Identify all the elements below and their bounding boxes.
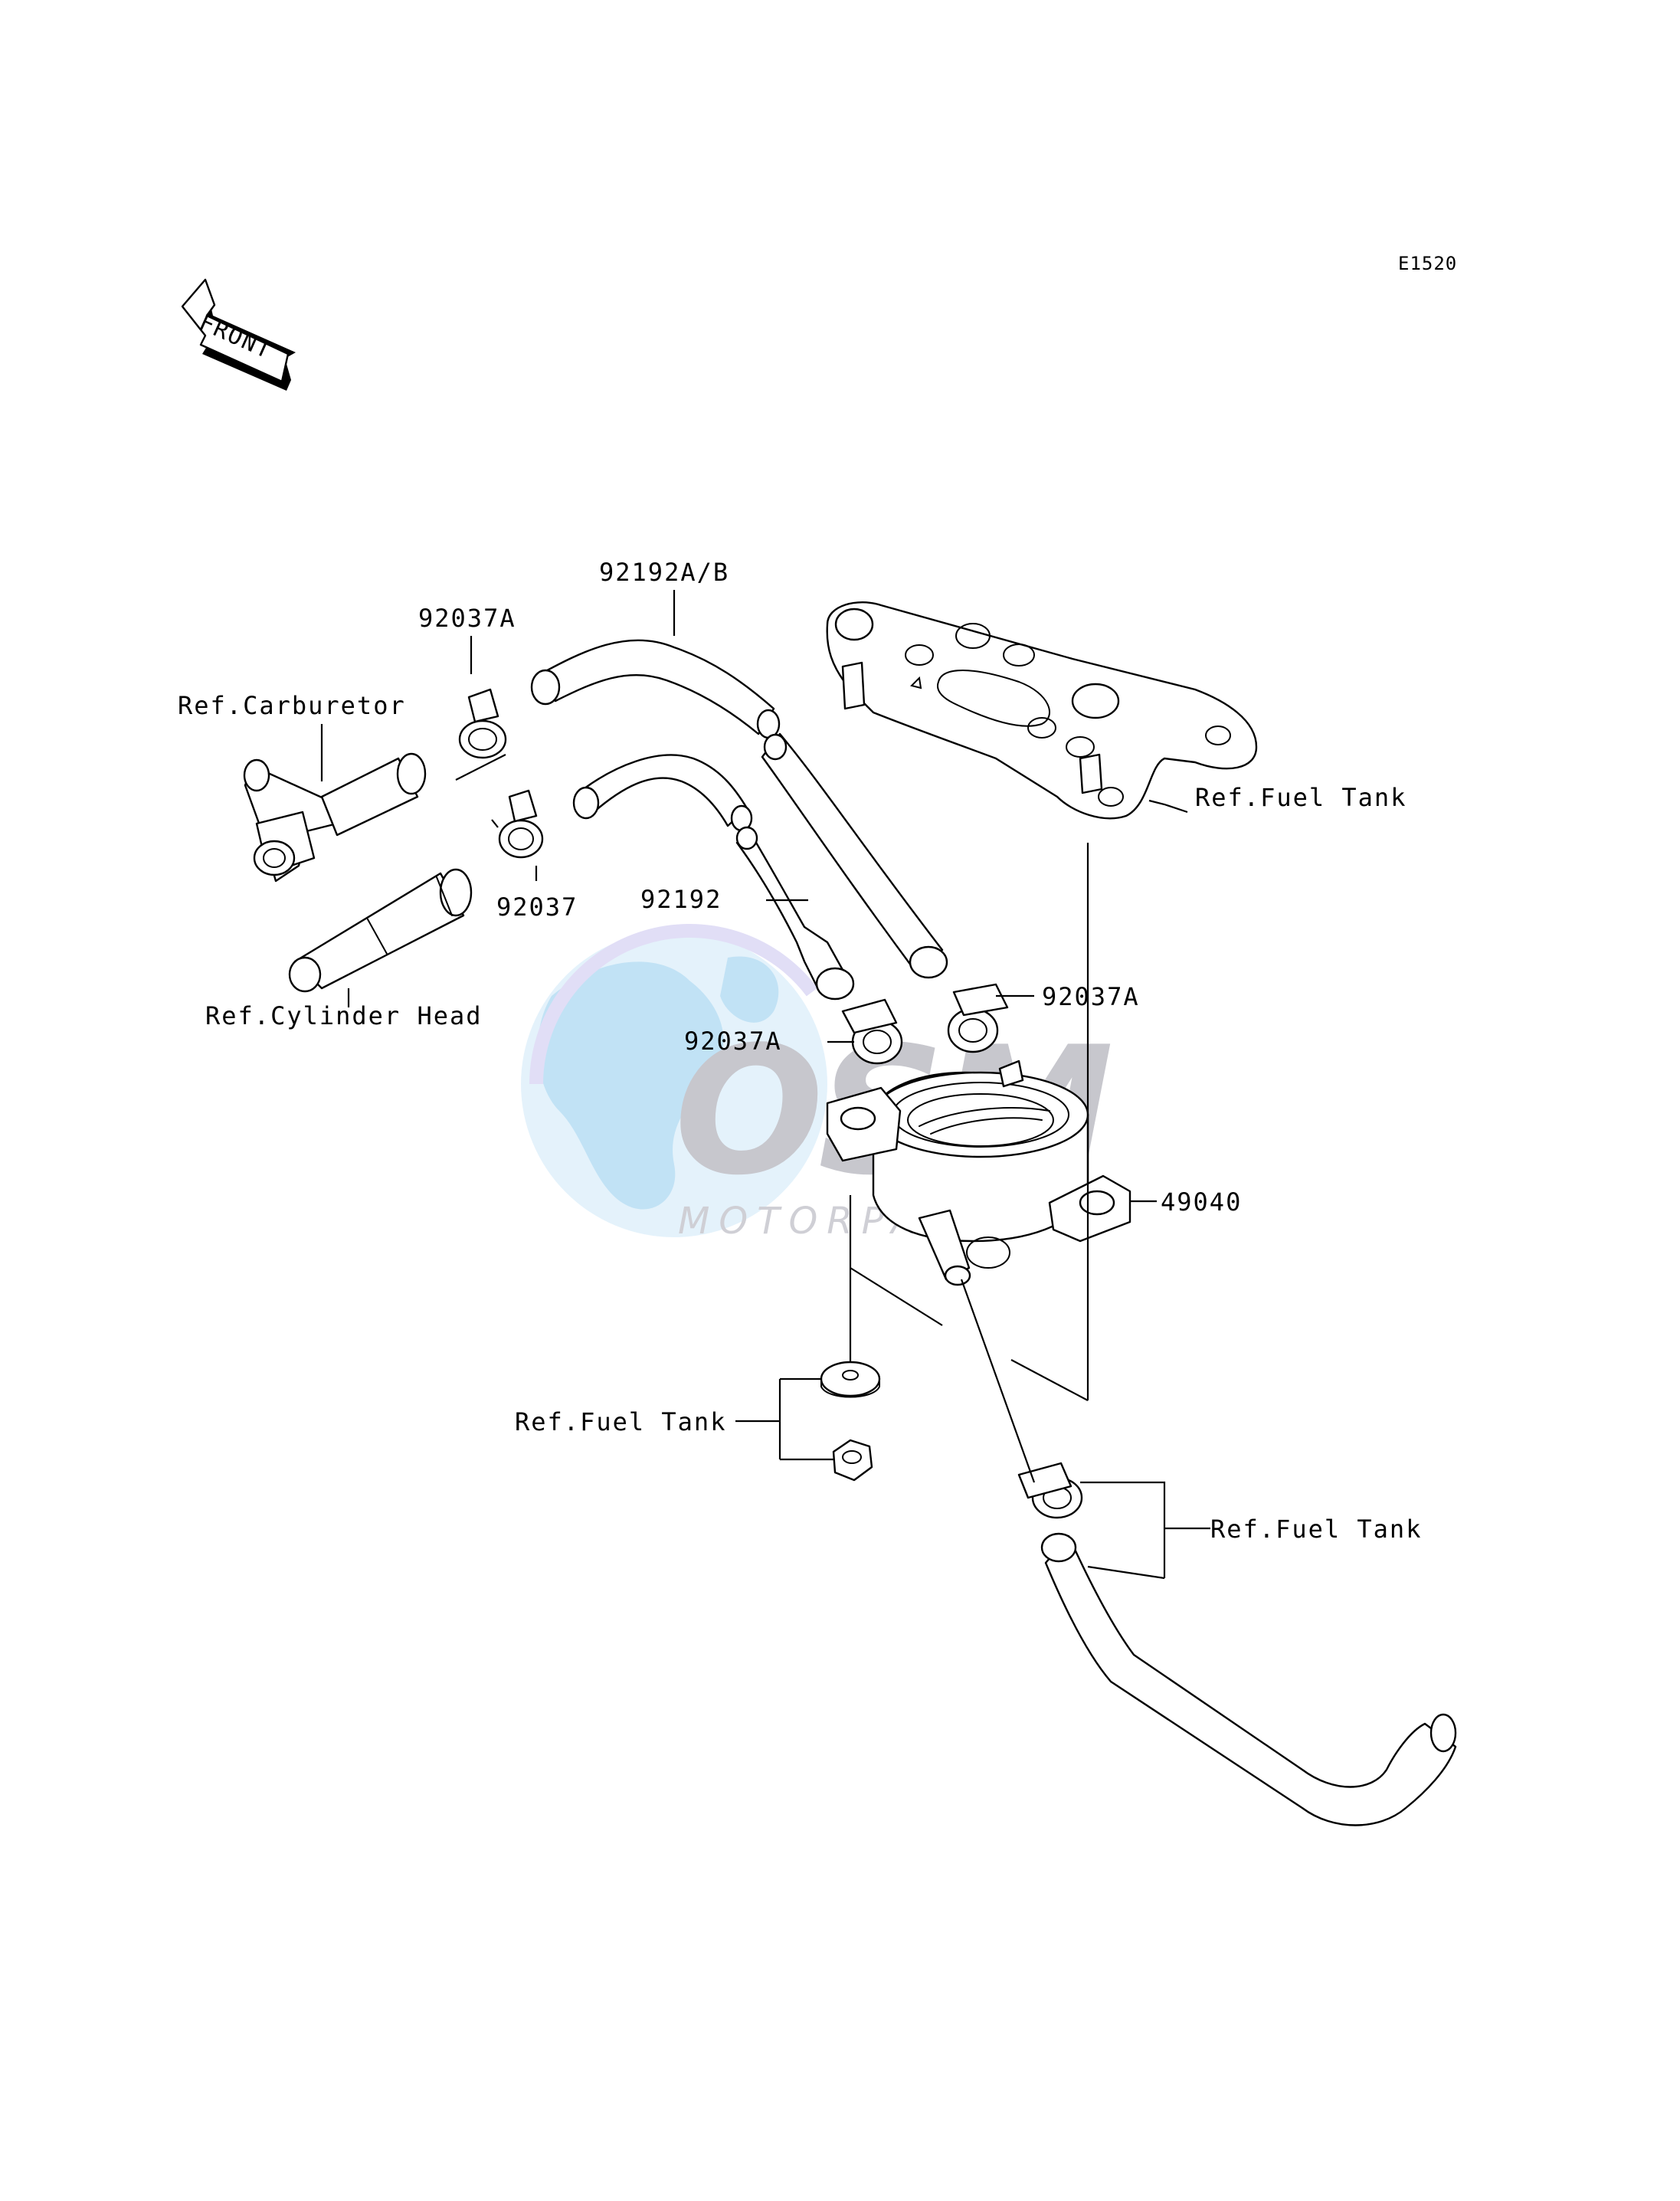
label-92037a-top: 92037A <box>418 604 516 633</box>
label-92037a-mid: 92037A <box>684 1027 782 1056</box>
clamp-92037a-right <box>947 983 1009 1053</box>
label-ref-fuel-tank-top: Ref.Fuel Tank <box>1195 783 1407 812</box>
fuel-cock-49040 <box>826 1060 1131 1286</box>
label-92037: 92037 <box>496 893 578 922</box>
carburetor-fitting <box>243 752 427 883</box>
clamp-92037a-mid <box>841 998 903 1065</box>
label-92037a-right: 92037A <box>1042 982 1140 1011</box>
front-arrow-icon: FRONT <box>181 278 296 391</box>
clamp-bottom <box>1017 1462 1083 1519</box>
label-ref-fuel-tank-left: Ref.Fuel Tank <box>515 1407 726 1436</box>
label-92192ab: 92192A/B <box>599 558 729 587</box>
cylinder-head-pipe <box>288 868 473 993</box>
label-ref-cylinder-head: Ref.Cylinder Head <box>205 1001 483 1030</box>
label-92192: 92192 <box>640 885 722 914</box>
clamp-92037a-top <box>458 688 507 759</box>
diagram-code: E1520 <box>1398 253 1457 274</box>
label-49040: 49040 <box>1161 1187 1242 1217</box>
hose-92192ab <box>530 639 948 979</box>
fuel-hose-bottom <box>1040 1532 1457 1826</box>
clamp-92037 <box>498 789 544 859</box>
label-ref-carburetor: Ref.Carburetor <box>178 691 406 720</box>
label-ref-fuel-tank-bottom: Ref.Fuel Tank <box>1210 1515 1422 1544</box>
leader-lines <box>320 590 1210 1580</box>
fuel-tank-bracket <box>826 601 1258 820</box>
washer <box>820 1361 881 1398</box>
nut <box>832 1439 873 1482</box>
hose-92192 <box>572 754 855 1001</box>
